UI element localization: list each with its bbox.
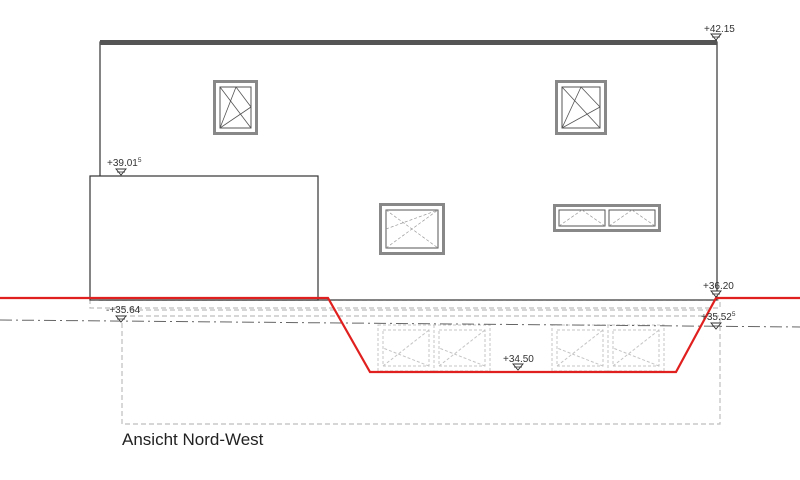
hidden-basement-window-right [551, 324, 665, 372]
window-lower-right [553, 204, 661, 232]
svg-text:+39.015: +39.015 [107, 157, 142, 169]
svg-text:+42.15: +42.15 [704, 24, 735, 35]
level-value: +39.01 [107, 158, 138, 169]
level-marker-ground-right-low: +35.525 [701, 311, 736, 330]
hidden-basement-window-left [377, 324, 491, 372]
level-marker-ground-left: -+35.64 [106, 305, 141, 323]
level-marker-ground-right: +36.20 [703, 281, 734, 298]
svg-text:-+35.64: -+35.64 [106, 305, 141, 316]
window-lower-middle [379, 203, 445, 255]
level-marker-basement-bottom: +34.50 [503, 354, 534, 371]
terrain-line [0, 296, 800, 374]
garage [89, 175, 319, 301]
svg-text:+35.525: +35.525 [701, 311, 736, 323]
level-marker-ridge: +42.15 [704, 24, 735, 41]
level-value: +35.52 [701, 312, 732, 323]
window-upper-left [213, 80, 258, 135]
svg-text:+36.20: +36.20 [703, 281, 734, 292]
svg-text:+34.50: +34.50 [503, 354, 534, 365]
window-upper-right [555, 80, 607, 135]
natural-terrain-line [0, 319, 800, 328]
level-value-sup: 5 [138, 157, 142, 164]
drawing-title: Ansicht Nord-West [122, 430, 264, 449]
roof-edge [100, 40, 717, 45]
level-value-sup: 5 [732, 311, 736, 318]
hidden-basement [89, 299, 721, 425]
level-marker-garage-top: +39.015 [107, 157, 142, 176]
